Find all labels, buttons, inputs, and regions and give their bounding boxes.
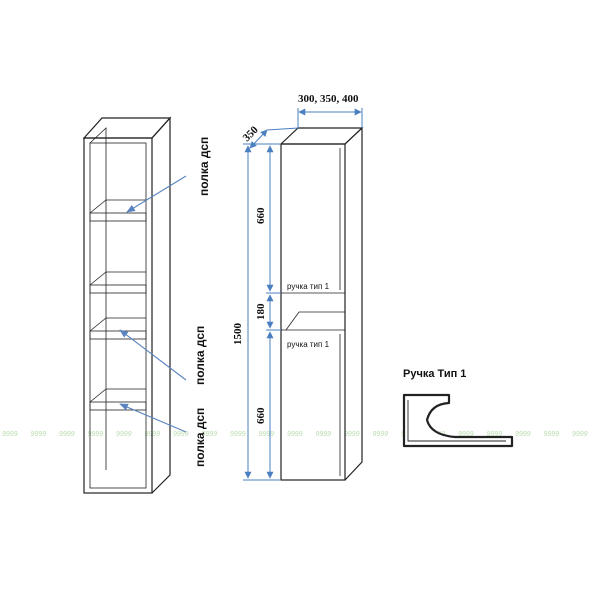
total-height-label: 1500 (232, 323, 244, 346)
watermark-text: 9999 (572, 431, 588, 438)
shelf-arrow-bottom (119, 403, 187, 433)
shelf-1 (89, 199, 147, 222)
unit-front-frame (83, 137, 153, 494)
watermark-text: 9999 (515, 431, 531, 438)
watermark-text: 9999 (287, 431, 303, 438)
handle-label-upper: ручка тип 1 (287, 282, 330, 291)
bottom-section-label: 660 (255, 407, 267, 424)
unit-inner-frame (89, 142, 147, 489)
watermark-text: 9999 (344, 431, 360, 438)
shelf-arrow-top (126, 175, 187, 213)
watermark-text: 9999 (173, 431, 189, 438)
shelf-3 (89, 317, 147, 340)
watermark-text: 9999 (116, 431, 132, 438)
watermark-text: 9999 (59, 431, 75, 438)
handle-title: Ручка Тип 1 (403, 368, 466, 380)
watermark-text: 9999 (458, 431, 474, 438)
width-label: 300, 350, 400 (298, 93, 359, 105)
unit-top-face (82, 117, 172, 139)
handle-label-lower: ручка тип 1 (287, 340, 330, 349)
watermark-text: 9999 (316, 431, 332, 438)
unit-back-edge (89, 127, 107, 470)
niche-back (285, 311, 345, 331)
watermark-text: 9999 (230, 431, 246, 438)
mid-section-label: 180 (255, 303, 267, 320)
shelf-2 (89, 271, 147, 294)
unit-side-panel (151, 116, 171, 494)
watermark-text: 9999 (373, 431, 389, 438)
watermark-text: 9999 (487, 431, 503, 438)
open-shelf-unit (82, 116, 172, 494)
depth-label: 350 (241, 124, 262, 145)
handle-profile (402, 393, 514, 448)
watermark-text: 9999 (88, 431, 104, 438)
shelf-4 (89, 388, 147, 411)
shelf-label-bottom: полка дсп (193, 408, 207, 467)
shelf-label-middle: полка дсп (193, 326, 207, 385)
closed-cabinet (279, 126, 364, 481)
watermark-text: 9999 (544, 431, 560, 438)
top-section-label: 660 (255, 207, 267, 224)
depth-dimension-line (249, 129, 268, 149)
depth-ext (266, 127, 299, 131)
watermark-text: 9999 (2, 431, 18, 438)
shelf-label-top: полка дсп (197, 137, 211, 196)
cabinet-top-face (279, 127, 364, 145)
watermark-text: 9999 (259, 431, 275, 438)
cabinet-side (344, 126, 363, 481)
watermark-text: 9999 (31, 431, 47, 438)
shelf-arrow-middle (119, 329, 187, 381)
watermark-text: 9999 (202, 431, 218, 438)
